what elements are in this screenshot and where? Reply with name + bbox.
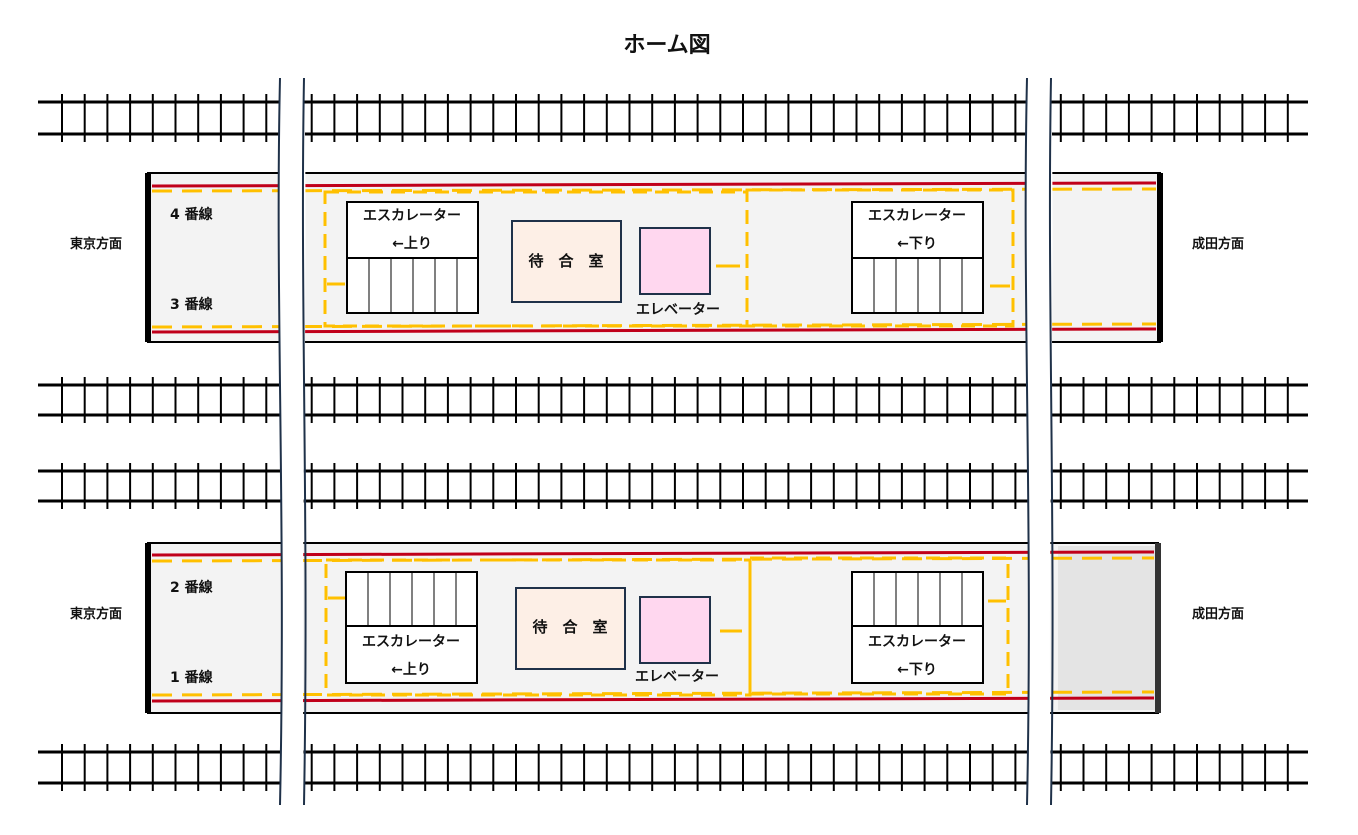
lower-tactile-block-west — [324, 558, 752, 697]
upper-down-escalator-steps — [873, 258, 963, 313]
break-mark-west — [277, 77, 307, 806]
upper-waiting-room — [511, 220, 622, 303]
track-1-label: 1 番線 — [170, 669, 213, 686]
upper-down-escalator-direction: ←下り — [897, 236, 937, 252]
upper-tactile-north — [151, 187, 1157, 193]
lower-tactile-north — [151, 556, 1155, 563]
direction-west-upper: 東京方面 — [70, 236, 122, 252]
lower-down-escalator-steps — [873, 572, 963, 626]
lower-up-escalator-steps — [367, 572, 457, 626]
lower-platform: エスカレーター ←上り 待 合 室 エレベーター エスカレーター ←下り 2 番… — [145, 542, 1161, 714]
lower-down-escalator-direction: ←下り — [897, 662, 937, 678]
diagram-title: ホーム図 — [623, 33, 710, 58]
lower-platform-east-shade — [1058, 546, 1156, 710]
lower-up-escalator-direction: ←上り — [391, 662, 431, 678]
lower-up-escalator-title: エスカレーター — [362, 634, 460, 650]
track-2-label: 2 番線 — [170, 579, 213, 596]
direction-west-lower: 東京方面 — [70, 606, 122, 622]
upper-waiting-room-label: 待 合 室 — [528, 252, 603, 270]
break-mark-east — [1024, 77, 1054, 806]
upper-platform: エスカレーター ←上り 待 合 室 エレベーター エスカレーター ←下り 4 番… — [145, 172, 1163, 343]
lower-waiting-room-label: 待 合 室 — [532, 618, 607, 636]
upper-edge-line-north — [151, 181, 1157, 188]
upper-tactile-south — [151, 322, 1157, 329]
upper-elevator — [639, 227, 711, 295]
upper-edge-line-south — [151, 327, 1157, 334]
track-3-label: 3 番線 — [170, 296, 213, 313]
lower-edge-line-north — [151, 550, 1155, 557]
upper-up-escalator-direction: ←上り — [392, 236, 432, 252]
upper-up-escalator-title: エスカレーター — [363, 208, 461, 224]
lower-elevator — [639, 596, 711, 664]
lower-tactile-south — [151, 690, 1155, 697]
upper-tactile-block-east — [745, 188, 1015, 328]
upper-down-escalator-title: エスカレーター — [868, 208, 966, 224]
direction-east-lower: 成田方面 — [1192, 606, 1244, 622]
upper-elevator-label: エレベーター — [636, 302, 720, 318]
lower-elevator-label: エレベーター — [635, 669, 719, 685]
direction-east-upper: 成田方面 — [1192, 236, 1244, 252]
lower-waiting-room — [515, 587, 626, 670]
track-4-label: 4 番線 — [170, 206, 213, 223]
lower-edge-line-south — [151, 696, 1155, 703]
lower-down-escalator-title: エスカレーター — [868, 634, 966, 650]
upper-up-escalator-steps — [368, 258, 458, 313]
